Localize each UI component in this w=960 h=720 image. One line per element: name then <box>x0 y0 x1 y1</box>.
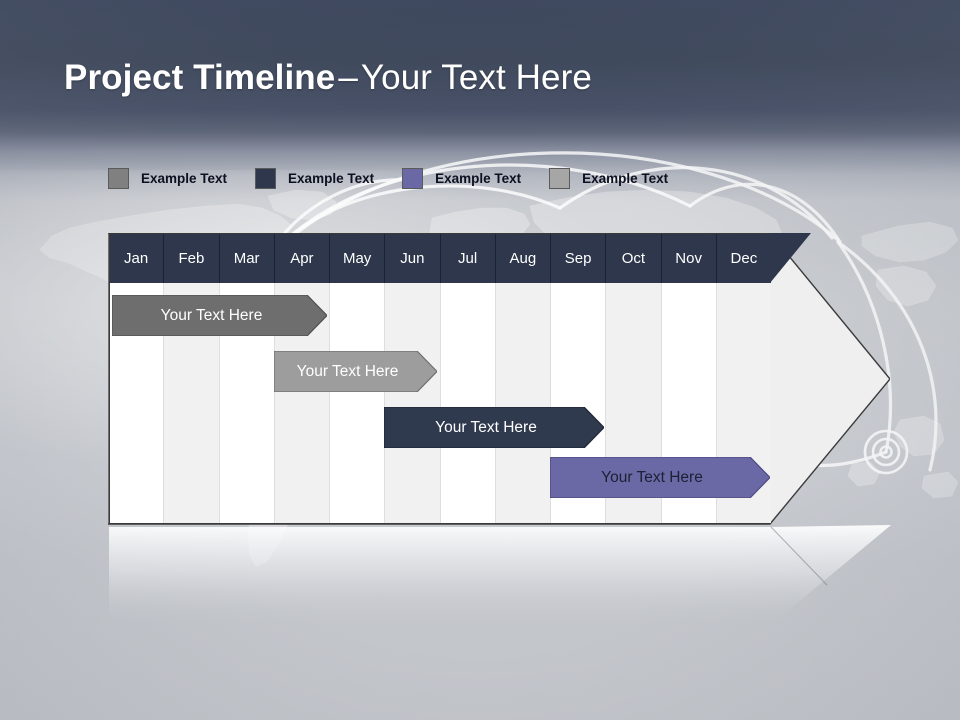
legend-swatch-icon-4 <box>549 168 571 189</box>
task-bar-2[interactable]: Your Text Here <box>274 351 437 392</box>
task-bar-1-shape <box>112 295 327 336</box>
month-header-oct[interactable]: Oct <box>606 233 662 283</box>
task-bar-3-label: Your Text Here <box>435 418 537 436</box>
task-bars: Your Text Here Your Text Here Your Text … <box>109 233 771 524</box>
timeline-chart: Jan Feb Mar Apr May Jun Jul Aug Sep Oct … <box>109 233 772 524</box>
task-bar-4[interactable]: Your Text Here <box>550 457 770 498</box>
month-header-apr[interactable]: Apr <box>275 233 330 283</box>
legend-item-2[interactable]: Example Text <box>255 168 374 189</box>
legend-label-3: Example Text <box>435 171 522 186</box>
month-header-jun[interactable]: Jun <box>385 233 441 283</box>
month-header-dec[interactable]: Dec <box>730 249 758 267</box>
task-bar-4-shape <box>550 457 770 498</box>
task-bar-3[interactable]: Your Text Here <box>384 407 604 448</box>
month-header-may[interactable]: May <box>330 233 386 283</box>
legend-swatch-icon-1 <box>108 168 129 189</box>
legend: Example Text Example Text Example Text E… <box>108 168 690 189</box>
legend-swatch-icon-3 <box>402 168 424 189</box>
page-title-dash: – <box>338 58 358 97</box>
legend-label-1: Example Text <box>141 171 228 186</box>
legend-swatch-icon-2 <box>255 168 277 189</box>
page-title-light: Your Text Here <box>360 58 592 97</box>
month-header-row: Jan Feb Mar Apr May Jun Jul Aug Sep Oct … <box>109 233 771 283</box>
legend-item-1[interactable]: Example Text <box>108 168 227 189</box>
month-header-sep[interactable]: Sep <box>551 233 607 283</box>
task-bar-2-shape <box>274 351 437 392</box>
task-bar-4-label: Your Text Here <box>601 468 703 486</box>
legend-label-4: Example Text <box>582 171 669 186</box>
task-bar-2-label: Your Text Here <box>296 362 399 380</box>
page-title-strong: Project Timeline <box>64 58 336 97</box>
legend-label-2: Example Text <box>288 171 375 186</box>
legend-item-3[interactable]: Example Text <box>402 168 521 189</box>
month-header-jan[interactable]: Jan <box>109 233 165 283</box>
task-bar-1-label: Your Text Here <box>160 306 263 324</box>
month-header-jul[interactable]: Jul <box>441 233 496 283</box>
legend-item-4[interactable]: Example Text <box>549 168 668 189</box>
month-header-aug[interactable]: Aug <box>496 233 551 283</box>
task-bar-1[interactable]: Your Text Here <box>112 295 327 336</box>
month-header-nov[interactable]: Nov <box>662 233 717 283</box>
month-header-feb[interactable]: Feb <box>164 233 220 283</box>
month-header-mar[interactable]: Mar <box>220 233 275 283</box>
page-title: Project Timeline–Your Text Here <box>64 58 592 98</box>
task-bar-3-shape <box>384 407 604 448</box>
